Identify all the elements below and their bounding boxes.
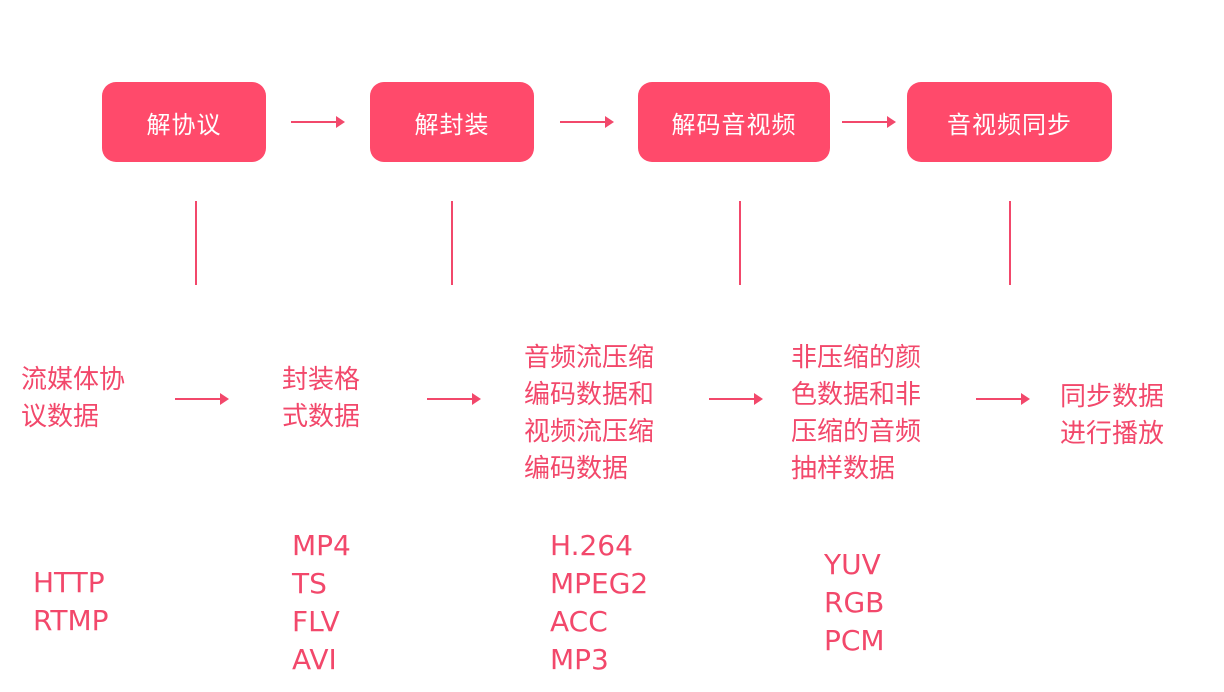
stage-label-decode: 解码音视频	[671, 110, 797, 139]
desc-compressed-av-data: 音频流压缩 编码数据和 视频流压缩 编码数据	[524, 340, 654, 488]
desc-line: 封装格	[282, 365, 361, 395]
desc-line: 议数据	[21, 402, 100, 432]
format-item: MP3	[550, 643, 609, 676]
format-item: AVI	[292, 643, 337, 676]
desc-line: 式数据	[282, 402, 361, 432]
desc-line: 编码数据	[524, 454, 629, 484]
stage-box-decode: 解码音视频	[638, 82, 830, 162]
format-item: YUV	[824, 548, 881, 581]
connector-line-demux	[451, 201, 453, 285]
arrow-top-1	[291, 116, 345, 128]
arrow-top-2	[560, 116, 614, 128]
format-list-containers: MP4 TS FLV AVI	[292, 527, 351, 679]
arrow-mid-2	[427, 393, 481, 405]
stage-label-demux: 解封装	[414, 110, 490, 139]
desc-line: 流媒体协	[21, 365, 126, 395]
format-list-codecs: H.264 MPEG2 ACC MP3	[550, 527, 648, 679]
arrow-top-3	[842, 116, 896, 128]
stage-label-deprotocol: 解协议	[146, 110, 222, 139]
format-item: H.264	[550, 529, 633, 562]
desc-container-format-data: 封装格 式数据	[282, 362, 360, 436]
desc-line: 音频流压缩	[524, 343, 655, 373]
desc-line: 同步数据	[1060, 382, 1165, 412]
arrow-mid-4	[976, 393, 1030, 405]
format-item: FLV	[292, 605, 340, 638]
stage-box-sync: 音视频同步	[907, 82, 1112, 162]
format-item: HTTP	[33, 566, 105, 599]
format-item: MPEG2	[550, 567, 649, 600]
format-item: PCM	[824, 624, 885, 657]
desc-line: 视频流压缩	[524, 417, 655, 447]
connector-line-deprotocol	[195, 201, 197, 285]
desc-line: 抽样数据	[791, 454, 896, 484]
desc-line: 进行播放	[1060, 419, 1165, 449]
desc-raw-av-data: 非压缩的颜 色数据和非 压缩的音频 抽样数据	[791, 340, 921, 488]
stage-label-sync: 音视频同步	[947, 110, 1072, 139]
desc-streaming-protocol-data: 流媒体协 议数据	[21, 362, 125, 436]
format-item: MP4	[292, 529, 351, 562]
connector-line-decode	[739, 201, 741, 285]
desc-line: 色数据和非	[791, 380, 922, 410]
stage-box-demux: 解封装	[370, 82, 534, 162]
connector-line-sync	[1009, 201, 1011, 285]
format-list-protocols: HTTP RTMP	[33, 564, 109, 640]
desc-line: 非压缩的颜	[791, 343, 922, 373]
format-item: TS	[292, 567, 327, 600]
stage-box-deprotocol: 解协议	[102, 82, 266, 162]
desc-line: 编码数据和	[524, 380, 655, 410]
arrow-mid-1	[175, 393, 229, 405]
desc-line: 压缩的音频	[791, 417, 922, 447]
format-list-raw: YUV RGB PCM	[824, 546, 885, 660]
desc-synced-playback: 同步数据 进行播放	[1060, 379, 1164, 453]
format-item: RTMP	[33, 604, 109, 637]
arrow-mid-3	[709, 393, 763, 405]
format-item: RGB	[824, 586, 885, 619]
format-item: ACC	[550, 605, 608, 638]
